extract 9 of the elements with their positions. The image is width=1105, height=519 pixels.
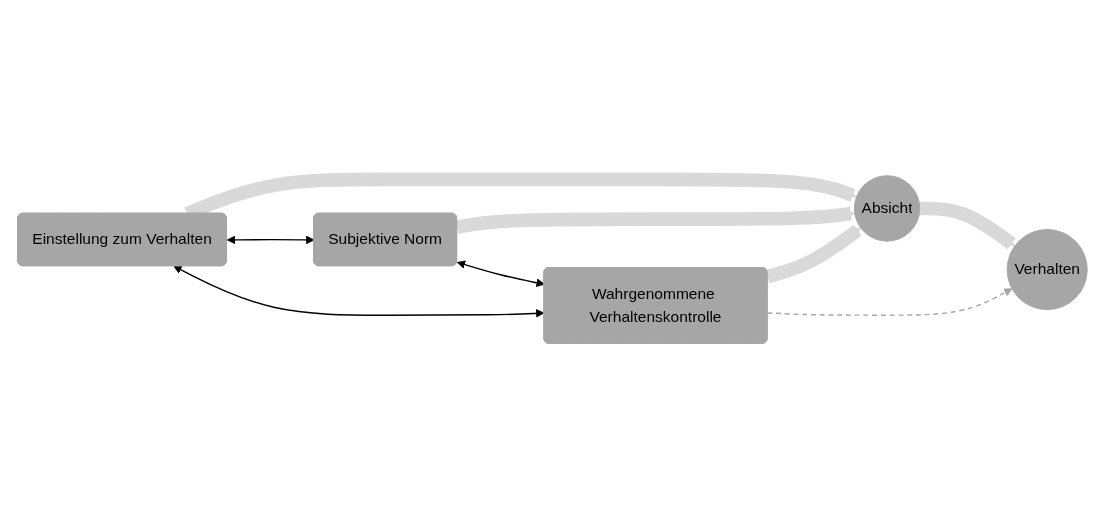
arrow bbox=[173, 265, 545, 318]
arrow bbox=[919, 201, 1016, 250]
node-circle: Verhalten bbox=[1006, 229, 1088, 311]
arrow bbox=[457, 260, 545, 287]
arrow bbox=[226, 235, 315, 245]
arrow bbox=[455, 206, 856, 234]
node-circle: Absicht bbox=[853, 175, 921, 242]
arrow bbox=[766, 288, 1013, 316]
arrow bbox=[765, 224, 862, 284]
